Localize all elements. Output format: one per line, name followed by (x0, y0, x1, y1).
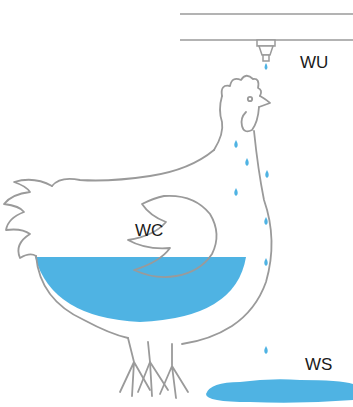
nipple-drinker (257, 40, 275, 61)
water-drops (234, 63, 269, 354)
body-water (35, 257, 246, 322)
spilled-label: WS (305, 356, 332, 373)
outlet-label: WU (300, 54, 328, 71)
chicken-outline (4, 76, 272, 398)
consumed-label: WC (135, 222, 163, 239)
water-puddle (206, 379, 353, 402)
pipe-line (180, 13, 353, 15)
